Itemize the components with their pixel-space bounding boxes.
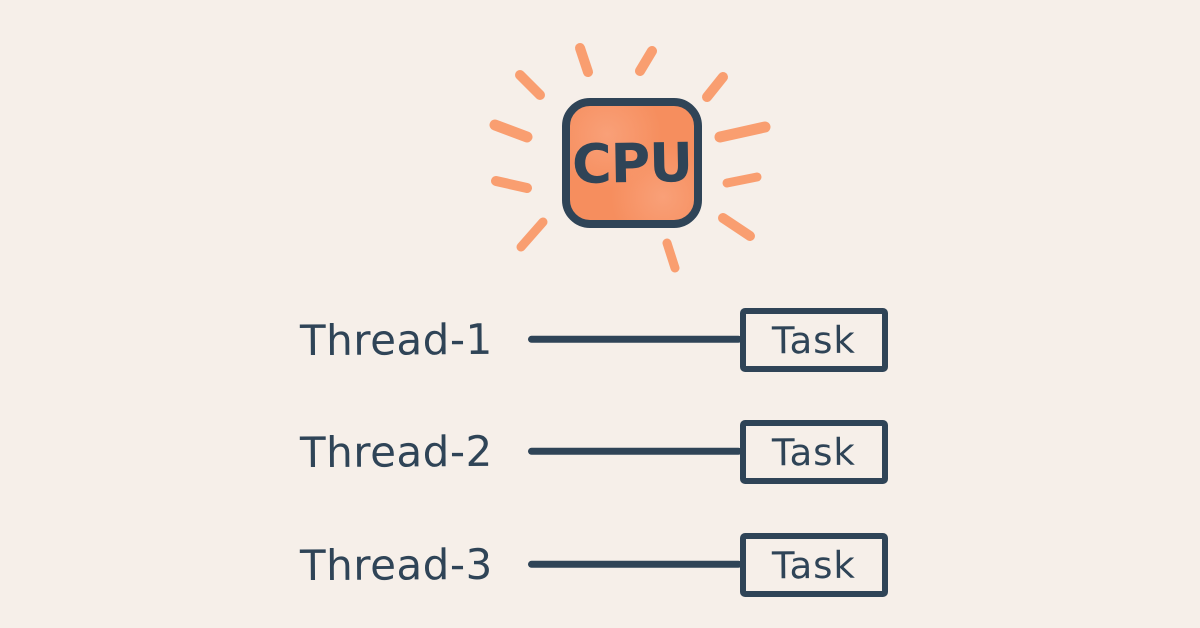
cpu-label: CPU	[571, 130, 693, 196]
connector-line	[528, 560, 742, 568]
thread-row: Thread-3 Task	[0, 530, 1200, 600]
thread-label: Thread-2	[299, 426, 493, 478]
task-label: Task	[771, 430, 857, 474]
task-box: Task	[740, 533, 888, 597]
connector-line	[528, 335, 742, 343]
thread-row: Thread-1 Task	[0, 305, 1200, 375]
thread-label: Thread-3	[299, 539, 493, 591]
thread-row: Thread-2 Task	[0, 417, 1200, 487]
task-label: Task	[771, 318, 857, 362]
task-box: Task	[740, 308, 888, 372]
thread-label: Thread-1	[299, 314, 493, 366]
cpu-box: CPU	[562, 98, 702, 228]
task-label: Task	[771, 543, 857, 587]
connector-line	[528, 447, 742, 455]
task-box: Task	[740, 420, 888, 484]
